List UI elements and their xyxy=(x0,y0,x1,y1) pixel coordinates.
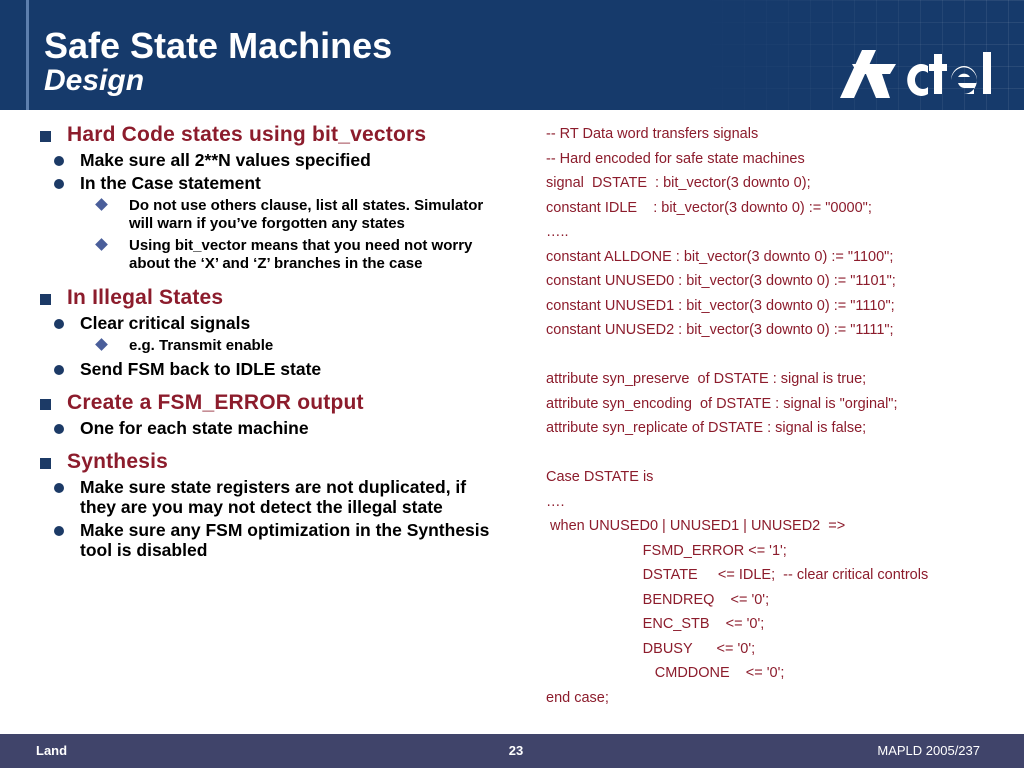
code-line: ENC_STB <= '0'; xyxy=(546,616,765,632)
code-line: constant UNUSED1 : bit_vector(3 downto 0… xyxy=(546,297,895,314)
code-line: constant IDLE : bit_vector(3 downto 0) :… xyxy=(546,199,872,216)
footer-event: MAPLD 2005/237 xyxy=(877,743,980,758)
code-line xyxy=(546,343,1016,368)
bullet-level-2: In the Case statement xyxy=(5,173,506,193)
bullet-level-2: Send FSM back to IDLE state xyxy=(5,359,506,379)
bullet-level-2: Make sure any FSM optimization in the Sy… xyxy=(5,520,506,560)
round-bullet-icon xyxy=(54,526,64,536)
bullet-level-1: Hard Code states using bit_vectors xyxy=(36,124,506,146)
bullet-level-1: In Illegal States xyxy=(36,287,506,309)
round-bullet-icon xyxy=(54,483,64,493)
slide-title: Safe State Machines xyxy=(44,25,393,66)
code-line: when UNUSED0 | UNUSED1 | UNUSED2 => xyxy=(546,518,846,534)
bullet-text: Using bit_vector means that you need not… xyxy=(129,237,473,272)
bullet-level-3: Using bit_vector means that you need not… xyxy=(5,237,506,273)
code-line: attribute syn_preserve of DSTATE : signa… xyxy=(546,371,867,387)
slide-footer: Land 23 MAPLD 2005/237 xyxy=(0,734,1024,768)
diamond-bullet-icon xyxy=(95,238,108,251)
code-line: constant UNUSED2 : bit_vector(3 downto 0… xyxy=(546,322,894,338)
bullet-level-2: Make sure all 2**N values specified xyxy=(5,150,506,170)
bullet-text: Hard Code states using bit_vectors xyxy=(67,123,427,146)
bullet-text: Create a FSM_ERROR output xyxy=(67,391,364,414)
code-line: attribute syn_encoding of DSTATE : signa… xyxy=(546,395,898,412)
code-line: end case; xyxy=(546,689,609,706)
bullet-text: Clear critical signals xyxy=(80,313,251,333)
bullet-level-3: e.g. Transmit enable xyxy=(5,337,506,355)
round-bullet-icon xyxy=(54,179,64,189)
diamond-bullet-icon xyxy=(95,198,108,211)
round-bullet-icon xyxy=(54,424,64,434)
code-line: signal DSTATE : bit_vector(3 downto 0); xyxy=(546,175,811,191)
footer-author: Land xyxy=(36,743,68,758)
code-line: -- RT Data word transfers signals xyxy=(546,126,759,142)
slide-header: Safe State Machines Design xyxy=(0,0,1024,110)
bullet-level-1: Synthesis xyxy=(36,451,506,473)
slide-subtitle: Design xyxy=(44,64,145,97)
header-accent-stripe xyxy=(26,0,29,110)
bullet-text: Send FSM back to IDLE state xyxy=(80,359,322,379)
code-line: ….. xyxy=(546,224,569,240)
code-line: …. xyxy=(546,493,565,510)
round-bullet-icon xyxy=(54,319,64,329)
bullet-text: Do not use others clause, list all state… xyxy=(129,197,484,232)
square-bullet-icon xyxy=(40,294,51,305)
diamond-bullet-icon xyxy=(95,338,108,351)
code-line: -- Hard encoded for safe state machines xyxy=(546,150,805,167)
bullet-level-1: Create a FSM_ERROR output xyxy=(36,392,506,414)
round-bullet-icon xyxy=(54,365,64,375)
bullet-text: Make sure state registers are not duplic… xyxy=(80,477,467,517)
bullet-text: In the Case statement xyxy=(80,173,261,193)
bullet-text: In Illegal States xyxy=(67,286,224,309)
code-line: DBUSY <= '0'; xyxy=(546,640,756,657)
bullet-level-3: Do not use others clause, list all state… xyxy=(5,197,506,233)
bullet-text: e.g. Transmit enable xyxy=(129,337,274,354)
square-bullet-icon xyxy=(40,458,51,469)
code-line xyxy=(546,441,1016,466)
code-line: CMDDONE <= '0'; xyxy=(546,665,785,681)
page-number: 23 xyxy=(508,743,524,758)
bullet-level-2: One for each state machine xyxy=(5,418,506,438)
bullet-text: Make sure any FSM optimization in the Sy… xyxy=(80,520,490,560)
bullet-text: Synthesis xyxy=(67,450,169,473)
code-line: BENDREQ <= '0'; xyxy=(546,591,770,608)
code-block: -- RT Data word transfers signals -- Hard… xyxy=(546,122,1016,710)
bullet-text: Make sure all 2**N values specified xyxy=(80,150,371,170)
bullet-level-2: Make sure state registers are not duplic… xyxy=(5,477,506,517)
code-line: constant UNUSED0 : bit_vector(3 downto 0… xyxy=(546,273,896,289)
code-line: attribute syn_replicate of DSTATE : sign… xyxy=(546,420,867,436)
round-bullet-icon xyxy=(54,156,64,166)
code-line: DSTATE <= IDLE; -- clear critical contro… xyxy=(546,567,929,583)
code-line: constant ALLDONE : bit_vector(3 downto 0… xyxy=(546,248,894,265)
bullet-text: One for each state machine xyxy=(80,418,309,438)
square-bullet-icon xyxy=(40,399,51,410)
square-bullet-icon xyxy=(40,131,51,142)
code-line: Case DSTATE is xyxy=(546,469,654,485)
code-line: FSMD_ERROR <= '1'; xyxy=(546,542,787,559)
actel-logo xyxy=(840,50,991,98)
bullet-level-2: Clear critical signals xyxy=(5,313,506,333)
